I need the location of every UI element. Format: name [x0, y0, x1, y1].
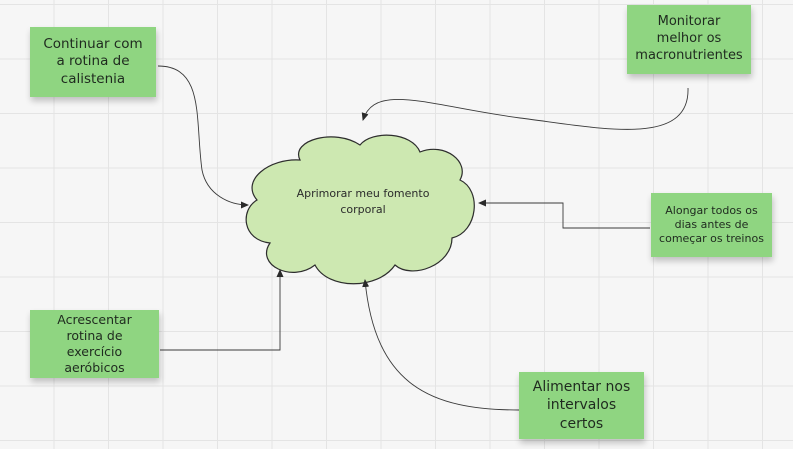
sticky-note-macronutrientes[interactable]: Monitorar melhor os macronutrientes	[627, 5, 751, 74]
central-cloud-shape[interactable]	[245, 134, 475, 285]
connector-alimentar[interactable]	[362, 279, 520, 411]
sticky-note-alimentar[interactable]: Alimentar nos intervalos certos	[519, 372, 644, 439]
connector-alongar[interactable]	[478, 199, 650, 229]
connector-macronutrientes[interactable]	[361, 87, 689, 130]
sticky-note-calistenia[interactable]: Continuar com a rotina de calistenia	[30, 27, 156, 97]
sticky-note-alongar[interactable]: Alongar todos os dias antes de começar o…	[651, 193, 772, 257]
central-idea-label: Aprimorar meu fomento corporal	[296, 187, 430, 216]
connector-calistenia[interactable]	[157, 65, 249, 209]
sticky-note-aerobicos[interactable]: Acrescentar rotina de exercício aeróbico…	[30, 310, 159, 378]
connector-aerobicos[interactable]	[160, 269, 284, 351]
